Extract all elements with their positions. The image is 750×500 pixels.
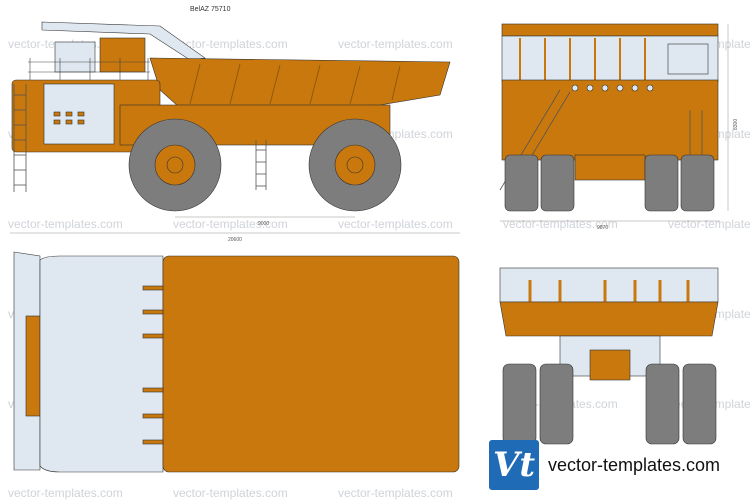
- rear-dump-tail: [499, 301, 719, 337]
- headlights: [571, 84, 654, 92]
- rear-hub: [334, 144, 376, 186]
- front-axle: [574, 154, 646, 181]
- dump-ribs: [189, 63, 401, 105]
- dim-length: 20600: [228, 237, 242, 243]
- rear-tire-l2: [539, 363, 574, 445]
- logo-text: Vt: [492, 445, 536, 485]
- rear-tire-l1: [502, 363, 537, 445]
- tire-l1: [504, 154, 539, 212]
- vt-logo[interactable]: Vt: [489, 440, 539, 490]
- tire-r1: [644, 154, 679, 212]
- dim-width: 9870: [597, 225, 609, 231]
- tire-r2: [680, 154, 715, 212]
- rear-posts: [528, 280, 690, 305]
- top-dump-body: [162, 255, 460, 473]
- center-ladder: [255, 140, 267, 190]
- top-view: [13, 251, 460, 473]
- front-cab: [667, 43, 709, 75]
- drawing-title: BelAZ 75710: [190, 6, 231, 13]
- cab: [54, 41, 96, 73]
- grille-lights: [53, 111, 85, 125]
- canopy-top: [501, 23, 719, 37]
- rear-axle: [589, 349, 631, 381]
- rear-tire-r2: [682, 363, 717, 445]
- side-view: [10, 21, 460, 234]
- rear-body-top: [499, 267, 719, 303]
- top-hooks: [142, 285, 164, 445]
- top-cab-deck: [39, 255, 164, 473]
- front-view: [499, 23, 729, 222]
- dim-wheelbase: 9000: [258, 221, 270, 227]
- rear-view: [499, 267, 719, 445]
- front-ladder: [13, 84, 27, 192]
- rear-tire-r1: [645, 363, 680, 445]
- deck-posts: [519, 38, 646, 80]
- railing: [28, 58, 150, 80]
- top-front-panel: [25, 315, 41, 417]
- dim-height: 8300: [733, 118, 739, 130]
- front-body-panel: [501, 79, 719, 161]
- cab-housing: [99, 37, 146, 73]
- brand-site-link[interactable]: vector-templates.com: [548, 455, 721, 475]
- front-hub: [154, 144, 196, 186]
- tire-l2: [540, 154, 575, 212]
